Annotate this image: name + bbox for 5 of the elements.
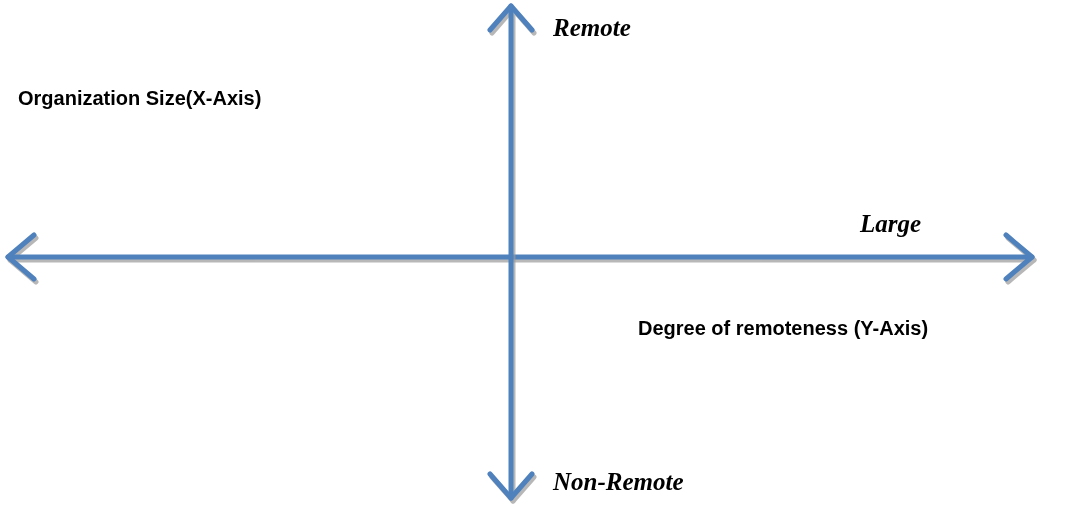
axis-end-label: Remote — [553, 13, 631, 43]
axis-end-label: Large — [860, 209, 922, 239]
axis-title: Organization Size(X-Axis) — [18, 86, 262, 111]
axis-end-label: Non-Remote — [553, 467, 684, 497]
axis-title: Degree of remoteness (Y-Axis) — [638, 316, 929, 341]
